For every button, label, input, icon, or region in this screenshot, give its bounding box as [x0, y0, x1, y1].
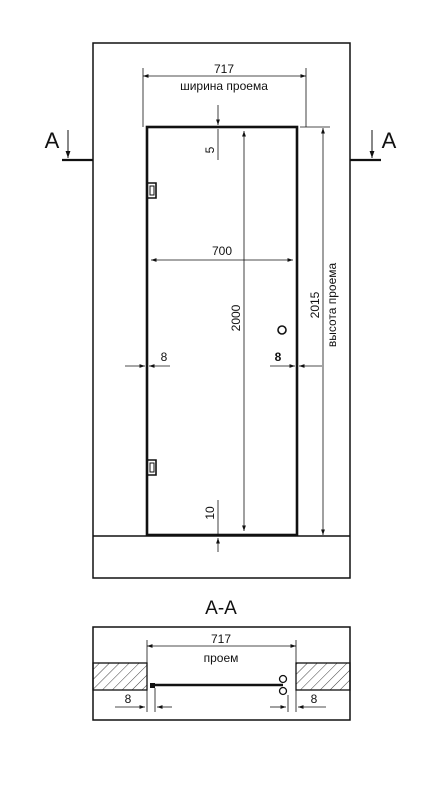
section-right-gap-value: 8 — [311, 692, 318, 706]
top-hinge-pin — [149, 185, 155, 196]
door-height-value: 2000 — [229, 304, 243, 331]
right-gap-value: 8 — [275, 350, 282, 364]
top-gap-value: 5 — [203, 146, 217, 153]
opening-height-label: высота проема — [325, 262, 339, 347]
opening-height-value: 2015 — [308, 291, 322, 318]
opening-width-label: ширина проема — [180, 79, 268, 93]
left-wall-section — [92, 662, 148, 691]
handle-knob-outer — [278, 674, 288, 684]
right-wall-section — [295, 662, 351, 691]
door-leaf — [145, 125, 299, 537]
handle-knob-inner — [278, 686, 288, 696]
door-handle — [277, 325, 287, 335]
top-hinge — [147, 182, 157, 199]
opening-width-value: 717 — [214, 62, 234, 76]
door-width-value: 700 — [212, 244, 232, 258]
section-left-gap-value: 8 — [125, 692, 132, 706]
section-title: A-A — [205, 598, 237, 619]
section-marker-left: A — [45, 128, 60, 153]
section-opening-label: проем — [204, 651, 239, 665]
front-view: 717 ширина проема 700 2000 5 10 8 8 2015… — [45, 42, 397, 579]
bottom-hinge-pin — [149, 462, 155, 473]
left-gap-value: 8 — [161, 350, 168, 364]
section-marker-right: A — [382, 128, 397, 153]
bottom-hinge — [147, 459, 157, 476]
bottom-gap-value: 10 — [203, 506, 217, 520]
section-opening-value: 717 — [211, 632, 231, 646]
section-view: A-A 717 проем 8 8 — [92, 598, 351, 721]
wall-outline — [92, 42, 351, 579]
hinge-section — [150, 683, 155, 688]
